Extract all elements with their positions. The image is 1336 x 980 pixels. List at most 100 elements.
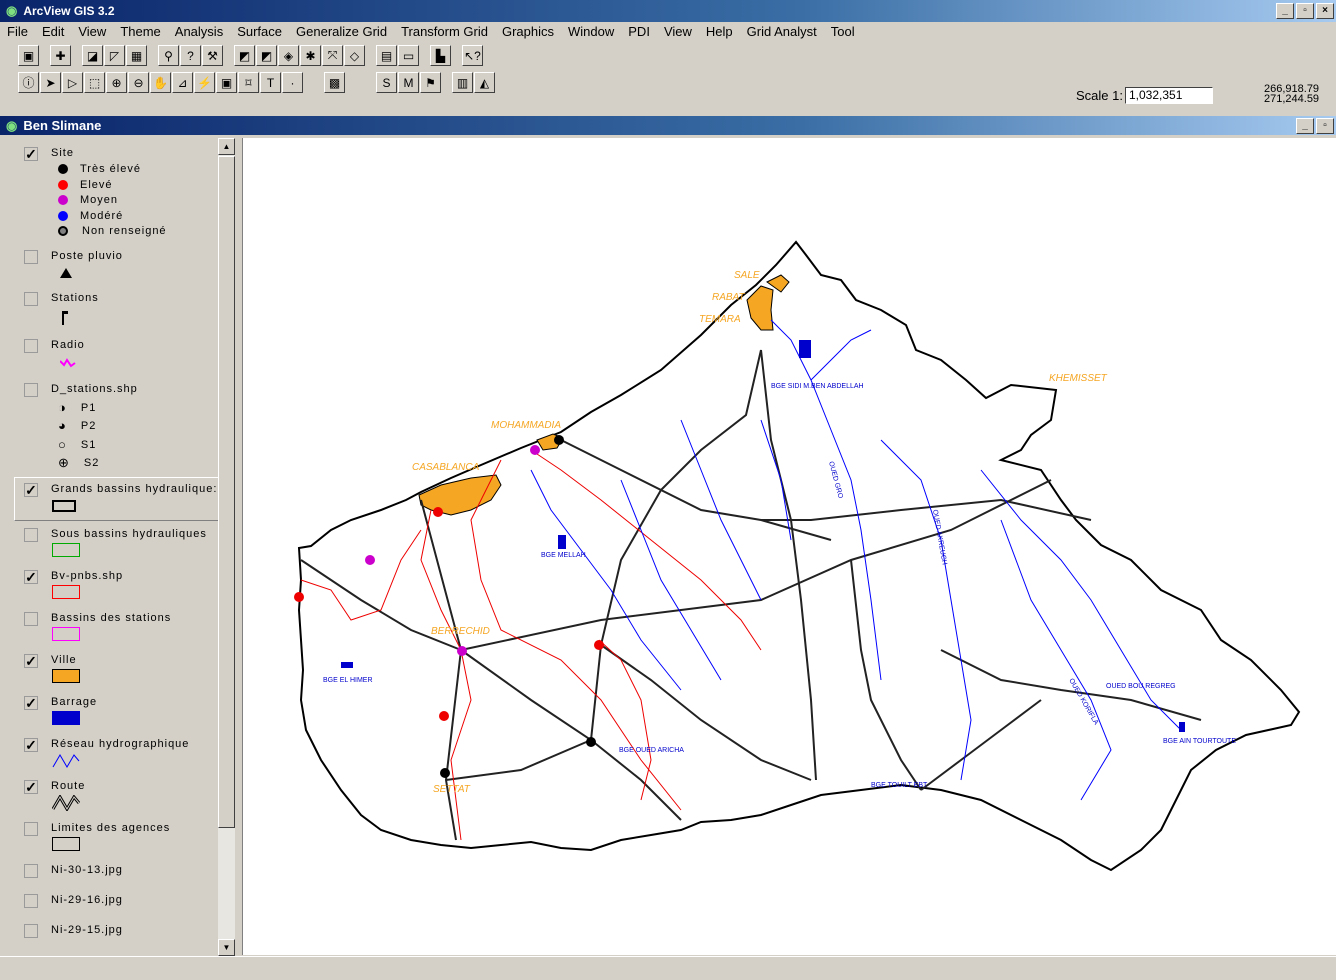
legend-modere: Modéré — [58, 210, 123, 222]
open-table-icon[interactable]: ▦ — [126, 45, 147, 66]
surface-tool-icon[interactable]: ▥ — [452, 72, 473, 93]
legend-label: S1 — [80, 438, 97, 451]
vertex-edit-icon[interactable]: ▷ — [62, 72, 83, 93]
view-minimize-button[interactable]: _ — [1296, 118, 1314, 134]
arcview-logo-icon: ◉ — [6, 3, 18, 18]
area-of-interest-icon[interactable]: ▣ — [216, 72, 237, 93]
menu-surface[interactable]: Surface — [237, 24, 283, 39]
theme-checkbox[interactable]: ✓ — [24, 146, 38, 162]
theme-ville-checkbox[interactable]: ✓ — [24, 653, 38, 669]
hotlink-icon[interactable]: ⚡ — [194, 72, 215, 93]
theme-stations-checkbox[interactable] — [24, 292, 38, 306]
city-casablanca — [418, 474, 502, 516]
label-icon[interactable]: ⌑ — [238, 72, 259, 93]
theme-limites-checkbox[interactable] — [24, 822, 38, 836]
toc-scrollbar[interactable]: ▲ ▼ — [218, 138, 235, 956]
query-builder-icon[interactable]: ⚒ — [202, 45, 223, 66]
menu-window[interactable]: Window — [568, 24, 615, 39]
close-button[interactable]: × — [1316, 3, 1334, 19]
save-icon[interactable]: ▣ — [18, 45, 39, 66]
theme-sous-checkbox[interactable] — [24, 528, 38, 542]
menu-grid-analyst[interactable]: Grid Analyst — [746, 24, 817, 39]
site-black — [554, 435, 564, 445]
menu-view[interactable]: View — [78, 24, 107, 39]
locate-address-icon[interactable]: ? — [180, 45, 201, 66]
zoom-full-icon[interactable]: ◩ — [234, 45, 255, 66]
scroll-up-icon[interactable]: ▲ — [218, 138, 235, 155]
polygon-symbol — [52, 669, 80, 683]
menu-view-2[interactable]: View — [663, 24, 692, 39]
map-view[interactable]: SALE RABAT TEMARA MOHAMMADIA CASABLANCA … — [242, 138, 1336, 955]
polygon-symbol — [52, 837, 80, 851]
site-red — [433, 507, 443, 517]
theme-ni3013-checkbox[interactable] — [24, 864, 38, 878]
m-tool-icon[interactable]: M — [398, 72, 419, 93]
menu-tool[interactable]: Tool — [830, 24, 855, 39]
theme-bv-checkbox[interactable]: ✓ — [24, 569, 38, 585]
zoom-previous-icon[interactable]: ◇ — [344, 45, 365, 66]
profile-tool-icon[interactable]: ◭ — [474, 72, 495, 93]
add-theme-icon[interactable]: ✚ — [50, 45, 71, 66]
zoom-selected-icon[interactable]: ◈ — [278, 45, 299, 66]
menu-graphics[interactable]: Graphics — [501, 24, 555, 39]
menu-transform-grid[interactable]: Transform Grid — [401, 24, 488, 39]
label-sale: SALE — [734, 270, 760, 281]
grid-tool-icon[interactable]: ▩ — [324, 72, 345, 93]
theme-limites-name: Limites des agences — [51, 822, 171, 834]
select-feature-icon[interactable]: ⬚ — [84, 72, 105, 93]
app-title: ArcView GIS 3.2 — [23, 4, 115, 18]
clear-selection-icon[interactable]: ▭ — [398, 45, 419, 66]
theme-barrage-checkbox[interactable]: ✓ — [24, 695, 38, 711]
scroll-down-icon[interactable]: ▼ — [218, 939, 235, 956]
table-of-contents: ✓ Site Très élevé Elevé Moyen Modéré Non… — [14, 138, 236, 956]
s-tool-icon[interactable]: S — [376, 72, 397, 93]
zoom-in-icon[interactable]: ✱ — [300, 45, 321, 66]
theme-barrage-name: Barrage — [51, 696, 98, 708]
zoom-out-tool-icon[interactable]: ⊖ — [128, 72, 149, 93]
find-icon[interactable]: ⚲ — [158, 45, 179, 66]
menu-help[interactable]: Help — [705, 24, 733, 39]
theme-ni2916-checkbox[interactable] — [24, 894, 38, 908]
menu-file[interactable]: File — [7, 24, 28, 39]
restore-button[interactable]: ▫ — [1296, 3, 1314, 19]
menu-theme[interactable]: Theme — [120, 24, 161, 39]
theme-dstations-checkbox[interactable] — [24, 383, 38, 397]
help-pointer-icon[interactable]: ↖? — [462, 45, 483, 66]
site-magenta — [530, 445, 540, 455]
view-restore-button[interactable]: ▫ — [1316, 118, 1334, 134]
identify-icon[interactable]: ⓘ — [18, 72, 39, 93]
select-features-icon[interactable]: ▤ — [376, 45, 397, 66]
edit-legend-icon[interactable]: ◸ — [104, 45, 125, 66]
theme-ni2916-name: Ni-29-16.jpg — [51, 894, 123, 906]
zoom-out-icon[interactable]: ⤧ — [322, 45, 343, 66]
polygon-symbol — [52, 711, 80, 725]
theme-grands-checkbox[interactable]: ✓ — [24, 482, 38, 498]
pointer-icon[interactable]: ➤ — [40, 72, 61, 93]
text-tool-icon[interactable]: T — [260, 72, 281, 93]
theme-ni2915-checkbox[interactable] — [24, 924, 38, 938]
site-red — [439, 711, 449, 721]
scroll-thumb[interactable] — [218, 156, 235, 828]
menu-generalize-grid[interactable]: Generalize Grid — [296, 24, 388, 39]
draw-point-icon[interactable]: · — [282, 72, 303, 93]
zoom-in-tool-icon[interactable]: ⊕ — [106, 72, 127, 93]
minimize-button[interactable]: _ — [1276, 3, 1294, 19]
legend-label: Moyen — [80, 194, 119, 206]
measure-icon[interactable]: ⊿ — [172, 72, 193, 93]
theme-reseau-checkbox[interactable]: ✓ — [24, 737, 38, 753]
pan-hand-icon[interactable]: ✋ — [150, 72, 171, 93]
menu-analysis[interactable]: Analysis — [174, 24, 224, 39]
histogram-icon[interactable]: ▙ — [430, 45, 451, 66]
legend-label: Non renseigné — [82, 225, 167, 237]
zoom-active-icon[interactable]: ◩ — [256, 45, 277, 66]
scale-input[interactable]: 1,032,351 — [1125, 87, 1213, 104]
menu-edit[interactable]: Edit — [41, 24, 65, 39]
menu-pdi[interactable]: PDI — [628, 24, 650, 39]
theme-poste-checkbox[interactable] — [24, 250, 38, 264]
theme-radio-checkbox[interactable] — [24, 339, 38, 353]
map-canvas[interactable]: SALE RABAT TEMARA MOHAMMADIA CASABLANCA … — [243, 138, 1336, 955]
flag-tool-icon[interactable]: ⚑ — [420, 72, 441, 93]
theme-route-checkbox[interactable]: ✓ — [24, 779, 38, 795]
theme-bassins-checkbox[interactable] — [24, 612, 38, 626]
theme-properties-icon[interactable]: ◪ — [82, 45, 103, 66]
